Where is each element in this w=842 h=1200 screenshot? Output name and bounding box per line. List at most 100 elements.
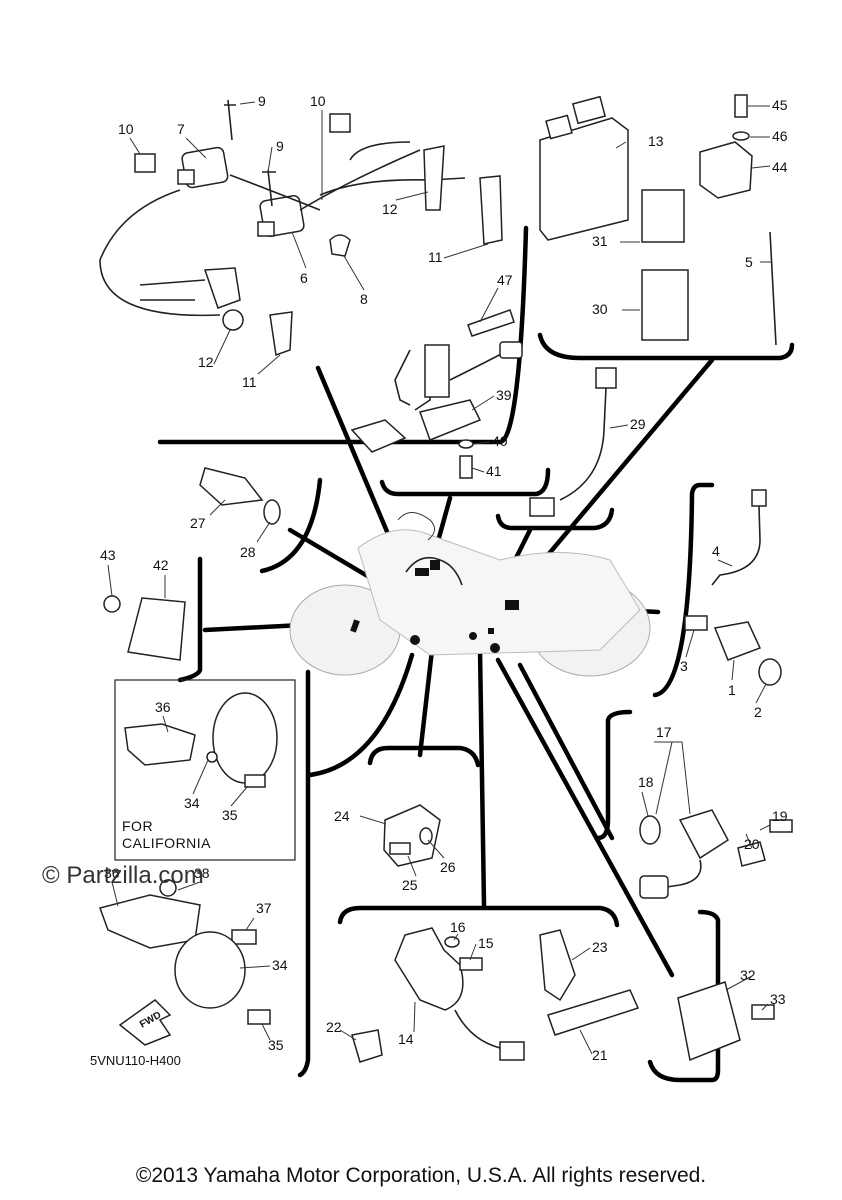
callout-42: 42 xyxy=(153,557,169,573)
callout-labels: 1 2 3 4 5 6 7 8 9 9 10 10 11 11 12 12 13… xyxy=(100,93,788,1063)
callout-31: 31 xyxy=(592,233,608,249)
washer-26 xyxy=(419,827,433,845)
bracket-36-a xyxy=(124,723,196,766)
bracket-44 xyxy=(699,141,753,199)
callout-43: 43 xyxy=(100,547,116,563)
callout-33: 33 xyxy=(770,991,786,1007)
callout-21: 21 xyxy=(592,1047,608,1063)
callout-11-b: 11 xyxy=(242,374,257,390)
horn-bracket-section-border xyxy=(297,669,311,1078)
map-sensor-section-border xyxy=(367,745,481,768)
callout-17: 17 xyxy=(656,724,672,740)
callout-40: 40 xyxy=(492,433,508,449)
callout-45: 45 xyxy=(772,97,788,113)
gasket-47 xyxy=(467,309,515,337)
washer-46 xyxy=(732,131,750,141)
watermark: © Partzilla.com xyxy=(42,862,204,889)
callout-23: 23 xyxy=(592,939,608,955)
bracket-36-b xyxy=(99,894,201,949)
switch-1 xyxy=(713,621,762,661)
callout-11-a: 11 xyxy=(428,249,443,265)
callout-32: 32 xyxy=(740,967,756,983)
callout-36-a: 36 xyxy=(155,699,171,715)
connector-10b xyxy=(329,113,351,133)
callout-6: 6 xyxy=(300,270,308,286)
callout-27: 27 xyxy=(190,515,206,531)
callout-30: 30 xyxy=(592,301,608,317)
lead-29 xyxy=(529,367,617,517)
bolt-3 xyxy=(684,615,708,631)
relay-31 xyxy=(641,189,685,243)
box-note-line2: CALIFORNIA xyxy=(122,835,211,851)
bolt-15 xyxy=(459,957,483,971)
callout-5: 5 xyxy=(745,254,753,270)
relay-14 xyxy=(394,927,464,1011)
leader-lines xyxy=(202,357,715,978)
box-note-line1: FOR xyxy=(122,818,153,834)
callout-15: 15 xyxy=(478,935,494,951)
washer-16 xyxy=(444,936,460,948)
callout-9-a: 9 xyxy=(258,93,266,109)
callout-44: 44 xyxy=(772,159,788,175)
fuel-sender-assembly xyxy=(350,309,523,479)
callout-35-b: 35 xyxy=(268,1037,284,1053)
bolt-33 xyxy=(751,1004,775,1020)
callout-18: 18 xyxy=(638,774,654,790)
callout-4: 4 xyxy=(712,543,720,559)
clamp-23 xyxy=(539,929,576,1002)
motorcycle-silhouette xyxy=(289,512,651,677)
bolt-41 xyxy=(459,455,473,479)
fwd-arrow xyxy=(118,999,172,1046)
callout-37: 37 xyxy=(256,900,272,916)
callout-46: 46 xyxy=(772,128,788,144)
bolt-35-b xyxy=(247,1009,271,1025)
callout-10-b: 10 xyxy=(310,93,326,109)
switch-section-border xyxy=(259,477,323,574)
callout-25: 25 xyxy=(402,877,418,893)
clip-22 xyxy=(351,1029,383,1063)
callout-36-b: 36 xyxy=(104,865,120,881)
speed-sensor-assembly xyxy=(639,809,793,899)
washer-40 xyxy=(458,439,474,449)
callout-35-a: 35 xyxy=(222,807,238,823)
callout-2: 2 xyxy=(754,704,762,720)
reflector-section-border xyxy=(177,556,203,683)
neutral-switch-assembly xyxy=(684,489,782,686)
callout-29: 29 xyxy=(630,416,646,432)
callout-10-a: 10 xyxy=(118,121,134,137)
horn-34-b xyxy=(174,931,246,1009)
callout-38: 38 xyxy=(194,865,210,881)
sender-plate-39 xyxy=(419,399,482,441)
callout-26: 26 xyxy=(440,859,456,875)
callout-16: 16 xyxy=(450,919,466,935)
cable-tie-5 xyxy=(769,231,777,346)
starter-section-border xyxy=(337,905,620,928)
nut-38 xyxy=(159,879,177,897)
ecu-13 xyxy=(539,117,629,241)
reflector-assembly xyxy=(103,595,186,661)
diagram-code: 5VNU110-H400 xyxy=(90,1053,181,1068)
callout-47: 47 xyxy=(497,272,513,288)
switch-27 xyxy=(199,467,264,506)
callout-19: 19 xyxy=(772,808,788,824)
callout-leaders xyxy=(107,101,772,1055)
callout-3: 3 xyxy=(680,658,688,674)
clamp-8 xyxy=(329,234,351,257)
callout-13: 13 xyxy=(648,133,664,149)
plug-cap-11a xyxy=(479,175,503,245)
gasket-28 xyxy=(263,499,281,525)
horn-assembly xyxy=(677,981,775,1062)
callout-41: 41 xyxy=(486,463,502,479)
sensor-17 xyxy=(678,809,729,860)
plug-21 xyxy=(547,989,640,1036)
clamp-20 xyxy=(737,841,766,867)
o-ring-2 xyxy=(758,658,782,686)
callout-12-b: 12 xyxy=(198,354,214,370)
bolt-19 xyxy=(769,819,793,833)
copyright-notice: ©2013 Yamaha Motor Corporation, U.S.A. A… xyxy=(135,1164,707,1187)
gear-sensor-section-border xyxy=(652,482,715,698)
bolt-25 xyxy=(389,842,411,855)
callout-12-a: 12 xyxy=(382,201,398,217)
